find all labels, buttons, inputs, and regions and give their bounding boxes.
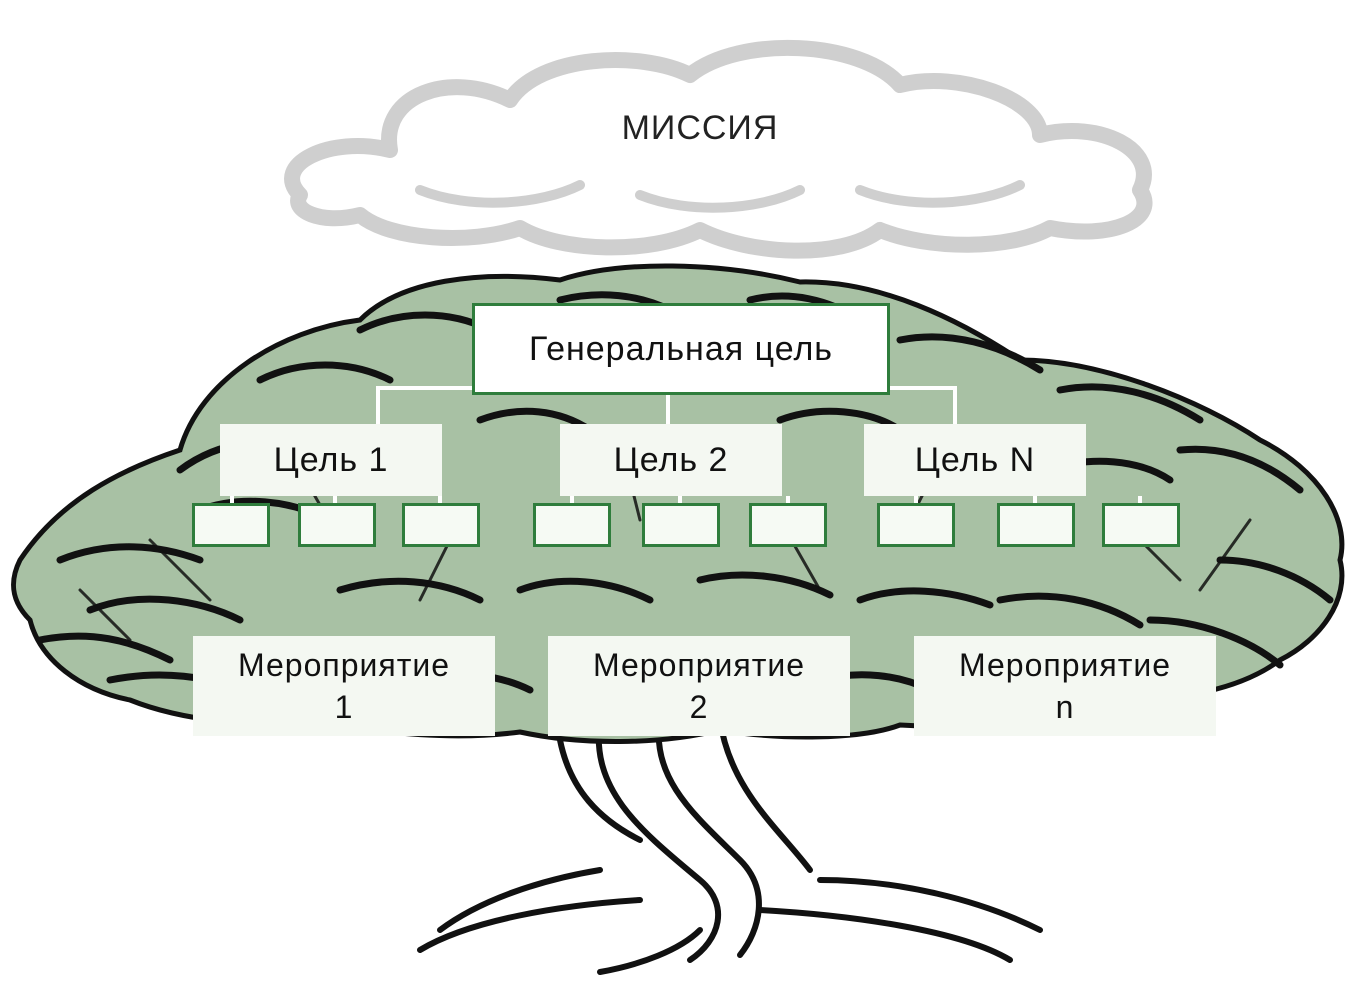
goal-box-2: Цель 2 xyxy=(560,424,782,496)
subgoal-box xyxy=(1102,503,1180,547)
mission-label: МИССИЯ xyxy=(560,96,840,160)
event-box-2: Мероприятие 2 xyxy=(548,636,850,736)
event-label: Мероприятие xyxy=(238,644,450,686)
subgoal-box xyxy=(402,503,480,547)
event-label: Мероприятие xyxy=(959,644,1171,686)
subgoal-box xyxy=(642,503,720,547)
trunk-icon xyxy=(420,720,1040,972)
subgoal-box xyxy=(749,503,827,547)
subgoal-box xyxy=(533,503,611,547)
goal-box-n: Цель N xyxy=(864,424,1086,496)
event-number: 1 xyxy=(238,686,450,728)
subgoal-box xyxy=(877,503,955,547)
subgoal-box xyxy=(192,503,270,547)
goal-box-1: Цель 1 xyxy=(220,424,442,496)
event-number: 2 xyxy=(593,686,805,728)
subgoal-box xyxy=(298,503,376,547)
event-number: n xyxy=(959,686,1171,728)
event-box-1: Мероприятие 1 xyxy=(193,636,495,736)
event-label: Мероприятие xyxy=(593,644,805,686)
subgoal-box xyxy=(997,503,1075,547)
event-box-n: Мероприятие n xyxy=(914,636,1216,736)
general-goal-box: Генеральная цель xyxy=(472,303,890,395)
